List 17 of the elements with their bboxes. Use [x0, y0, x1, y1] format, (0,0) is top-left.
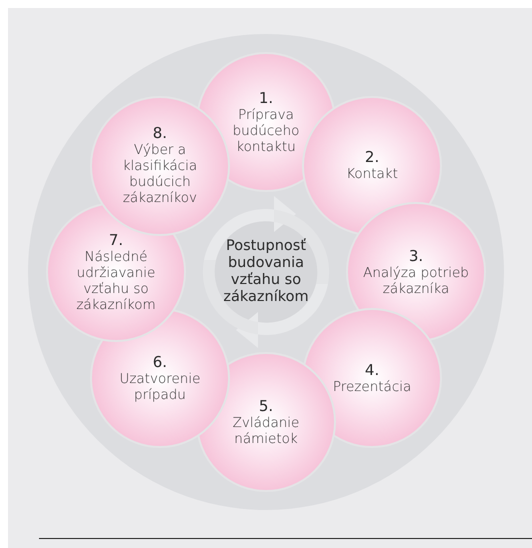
step-label: Zvládanie námietok [232, 414, 300, 446]
step-label: Analýza potrieb zákazníka [362, 264, 470, 296]
step-label: Výber a klasifikácia budúcich zákazníkov [122, 142, 198, 206]
step-number: 1. [258, 90, 274, 106]
step-number: 8. [152, 125, 168, 142]
step-label: Prezentácia [332, 378, 412, 395]
step-number: 3. [408, 248, 424, 264]
step-label: Kontakt [346, 166, 398, 182]
step-label: Uzatvorenie prípadu [118, 370, 202, 403]
step-number: 7. [108, 232, 124, 248]
step-number: 6. [152, 354, 168, 371]
step-number: 5. [258, 398, 274, 414]
step-label: Následné udržiavanie vzťahu so zákazníkom [75, 248, 157, 312]
step-number: 2. [364, 149, 380, 166]
step-number: 4. [364, 362, 380, 379]
center-title: Postupnosť budovania vzťahu so zákazníkom [204, 232, 328, 312]
step-label: Príprava budúceho kontaktu [232, 106, 300, 154]
